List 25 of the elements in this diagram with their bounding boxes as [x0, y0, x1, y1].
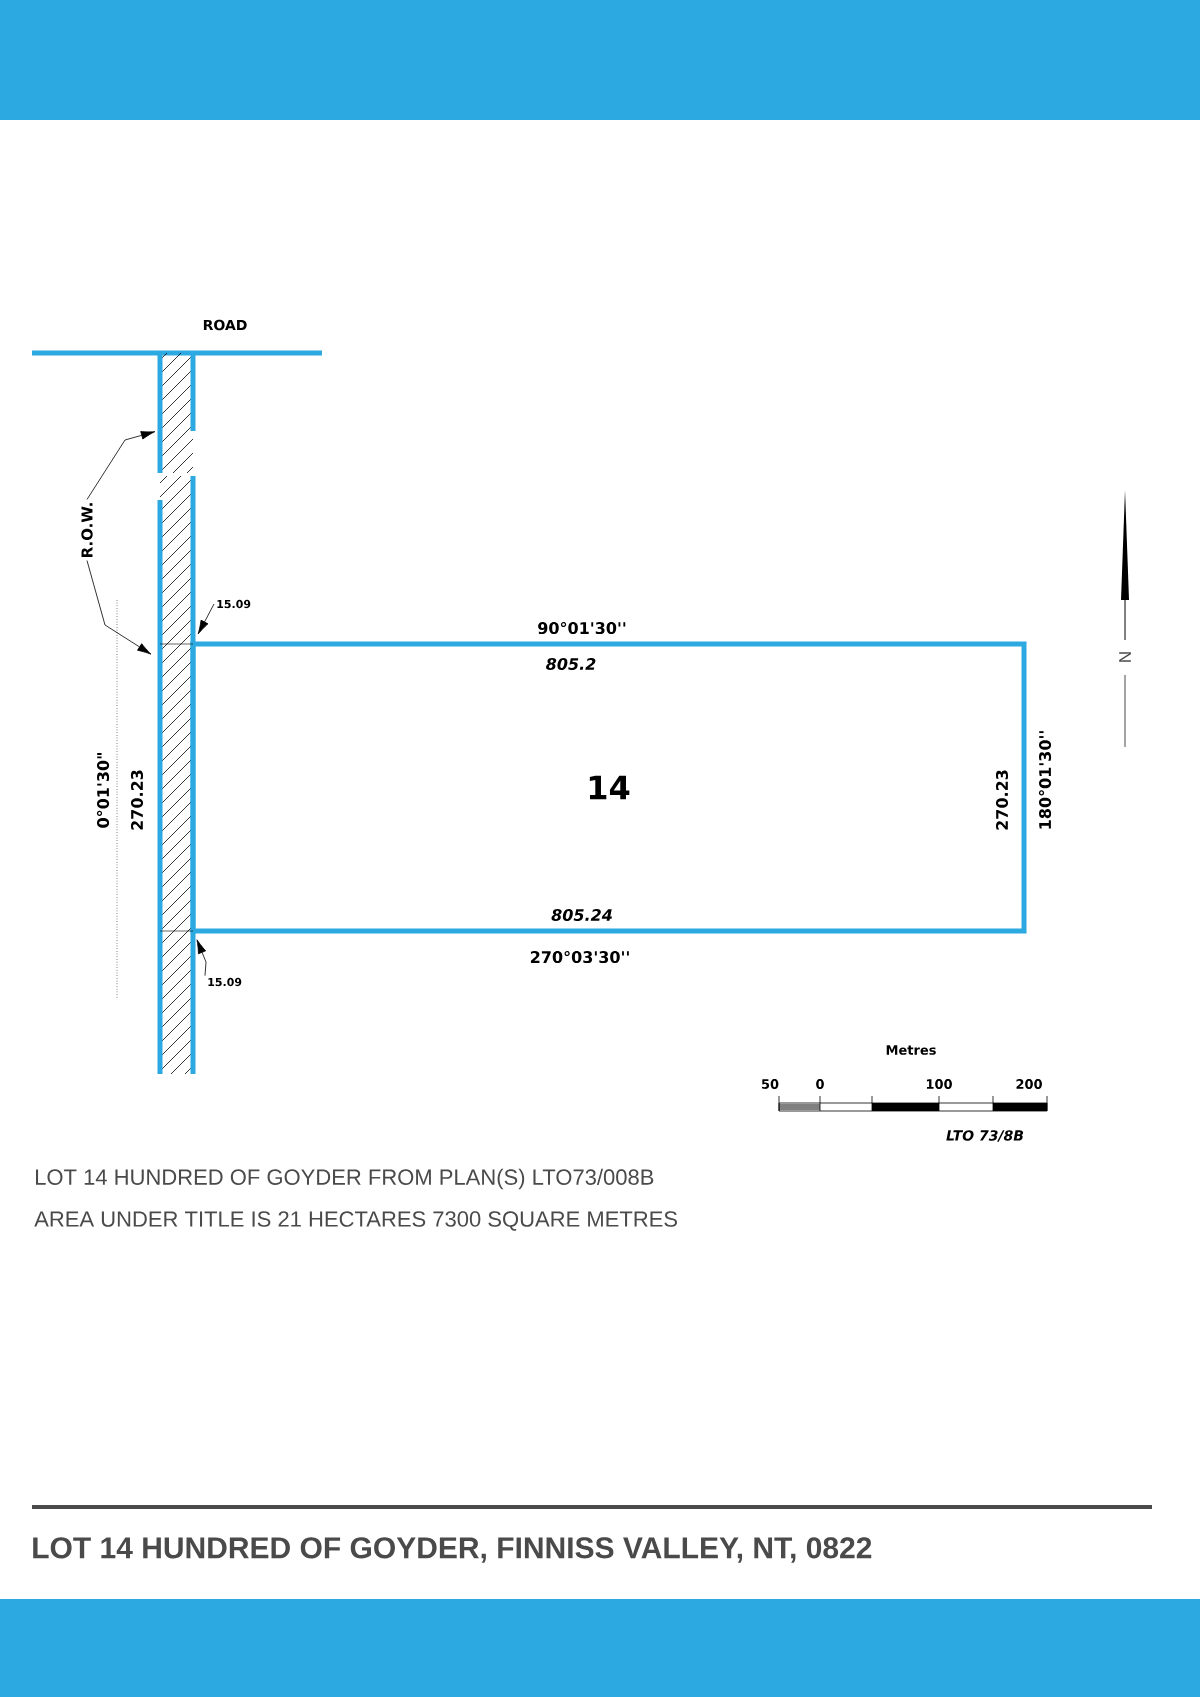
scale-tick-label: 50	[761, 1079, 779, 1089]
north-label: N	[1119, 652, 1131, 662]
heading: LOT 14 HUNDRED OF GOYDER, FINNISS VALLEY, NT, 0822	[33, 1537, 872, 1563]
bearing-label: 180°01'30''	[1038, 731, 1052, 829]
description-text: LOT 14 HUNDRED OF GOYDER FROM PLAN(S) LTO73/008B	[36, 1168, 654, 1190]
distance-label: 270.23	[995, 770, 1009, 830]
bearing-label: 270°03'30''	[530, 950, 629, 964]
leader-line	[196, 939, 207, 977]
scale-tick-label: 200	[1016, 1079, 1042, 1089]
scale-title: Metres	[886, 1045, 936, 1055]
dimension-label: 15.09	[208, 977, 242, 987]
leader-line	[86, 431, 156, 500]
scale-tick-label: 100	[926, 1079, 952, 1089]
right-of-way-strip	[157, 352, 196, 474]
description-text: AREA UNDER TITLE IS 21 HECTARES 7300 SQUARE METRES	[34, 1211, 677, 1231]
leader-line	[197, 603, 215, 635]
bearing-label: 0°01'30"	[96, 753, 110, 828]
plan-reference: LTO 73/8B	[946, 1130, 1024, 1142]
scale-tick-label: 0	[816, 1079, 824, 1089]
row-label: R.O.W.	[81, 503, 93, 557]
distance-label: 805.24	[551, 908, 612, 922]
right-of-way-strip	[157, 475, 196, 1075]
distance-label: 805.2	[546, 657, 596, 671]
dimension-label: 15.09	[217, 599, 251, 609]
leader-line	[86, 560, 152, 655]
